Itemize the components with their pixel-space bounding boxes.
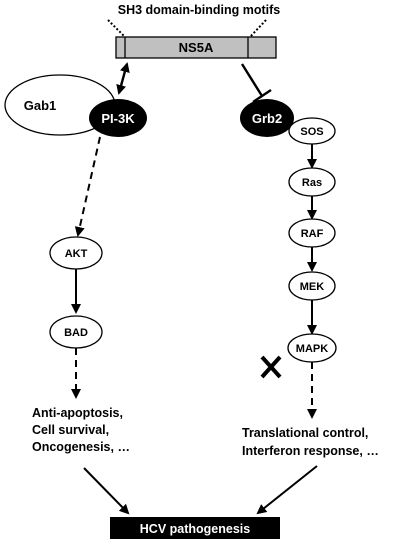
mapk-label: MAPK [296, 343, 328, 355]
akt-label: AKT [65, 248, 88, 260]
pi3k-akt-arrow [74, 136, 101, 237]
bad-label: BAD [64, 327, 88, 339]
ns5a-label: NS5A [179, 40, 214, 55]
ns5a-grb2-inhibition [240, 63, 264, 97]
motif-dotted-right [249, 19, 267, 38]
raf-label: RAF [301, 228, 324, 240]
mek-label: MEK [300, 281, 325, 293]
motif-dotted-left [107, 19, 126, 38]
right-outcome-line-1: Translational control, [242, 426, 368, 440]
sos-label: SOS [300, 126, 323, 138]
gab1-label: Gab1 [24, 98, 57, 113]
left-outcome-line-2: Cell survival, [32, 423, 109, 437]
block-cross-stroke-2 [260, 355, 282, 379]
left-to-pathogenesis-arrow [83, 467, 130, 515]
grb2-node [240, 99, 294, 137]
hcv-pathogenesis-label: HCV pathogenesis [140, 522, 250, 536]
right-outcome-line-2: Interferon response, … [242, 444, 379, 458]
right-to-pathogenesis-arrow [256, 465, 318, 515]
pi3k-label: PI-3K [101, 111, 135, 126]
ns5a-bar [115, 36, 277, 59]
grb2-label: Grb2 [252, 111, 282, 126]
left-outcome-line-1: Anti-apoptosis, [32, 406, 123, 420]
motif-label: SH3 domain-binding motifs [118, 3, 281, 17]
ras-label: Ras [302, 177, 322, 189]
left-outcome-line-3: Oncogenesis, … [32, 440, 130, 454]
ns5a-pi3k-arrow [116, 62, 130, 95]
pi3k-node [89, 99, 147, 137]
hcv-pathogenesis-box [110, 517, 280, 539]
inhibition-bar [252, 89, 272, 103]
